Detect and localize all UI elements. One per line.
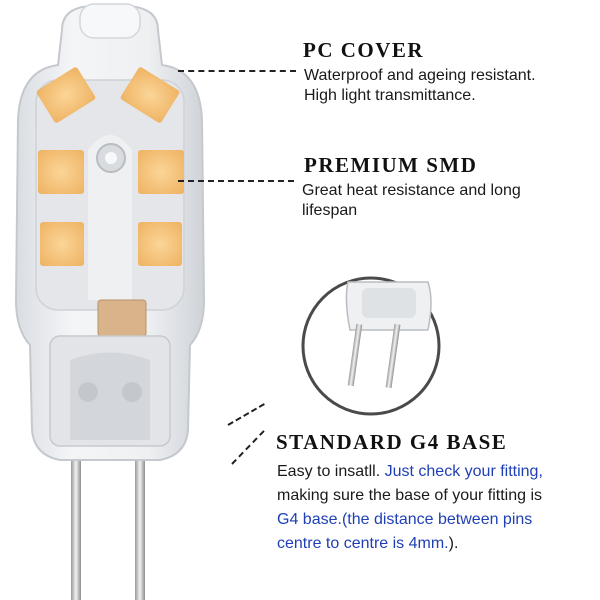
bulb-pin-left <box>71 448 81 600</box>
premium-smd-title: PREMIUM SMD <box>304 153 478 177</box>
g4-base-line-1-blue: Just check your fitting, <box>384 463 543 480</box>
led-chip <box>138 150 184 194</box>
g4-base-line-3-plain: (the distance between pins <box>341 511 533 528</box>
zoom-pin-right <box>385 323 401 389</box>
leader-line-pc-cover <box>178 70 296 72</box>
bulb-top-cap <box>79 3 141 39</box>
led-chip <box>40 222 84 266</box>
premium-smd-line-1: Great heat resistance and long <box>302 182 521 199</box>
driver-component <box>97 299 147 337</box>
g4-base-line-4-blue: centre to centre is 4mm. <box>277 535 449 552</box>
leader-line-premium-smd <box>178 180 294 182</box>
premium-smd-description: Great heat resistance and long lifespan <box>302 181 521 221</box>
led-chip <box>138 222 182 266</box>
g4-base-line-1-plain: Easy to insatll. <box>277 463 385 480</box>
pc-cover-line-1: Waterproof and ageing resistant. <box>304 67 536 84</box>
g4-base-line-3: G4 base.(the distance between pins <box>277 508 543 532</box>
g4-base-description: Easy to insatll. Just check your fitting… <box>277 460 543 556</box>
pc-cover-title: PC COVER <box>303 38 425 62</box>
premium-smd-line-2: lifespan <box>302 202 358 219</box>
board-center-strip <box>88 135 132 300</box>
led-chip <box>38 150 84 194</box>
led-chip <box>120 67 180 123</box>
g4-base-line-3-blue: G4 base. <box>277 511 342 528</box>
pc-cover-description: Waterproof and ageing resistant. High li… <box>304 66 536 106</box>
g4-base-line-4: centre to centre is 4mm.). <box>277 532 543 556</box>
g4-base-line-2: making sure the base of your fitting is <box>277 487 543 504</box>
bulb-pin-right <box>135 448 145 600</box>
g4-base-title: STANDARD G4 BASE <box>276 430 508 454</box>
led-chip <box>36 67 96 123</box>
g4-base-line-4-plain: ). <box>448 535 459 552</box>
pc-cover-line-2: High light transmittance. <box>304 87 476 104</box>
zoom-pin-left <box>347 323 363 387</box>
g4-base-line-1: Easy to insatll. Just check your fitting… <box>277 460 543 484</box>
